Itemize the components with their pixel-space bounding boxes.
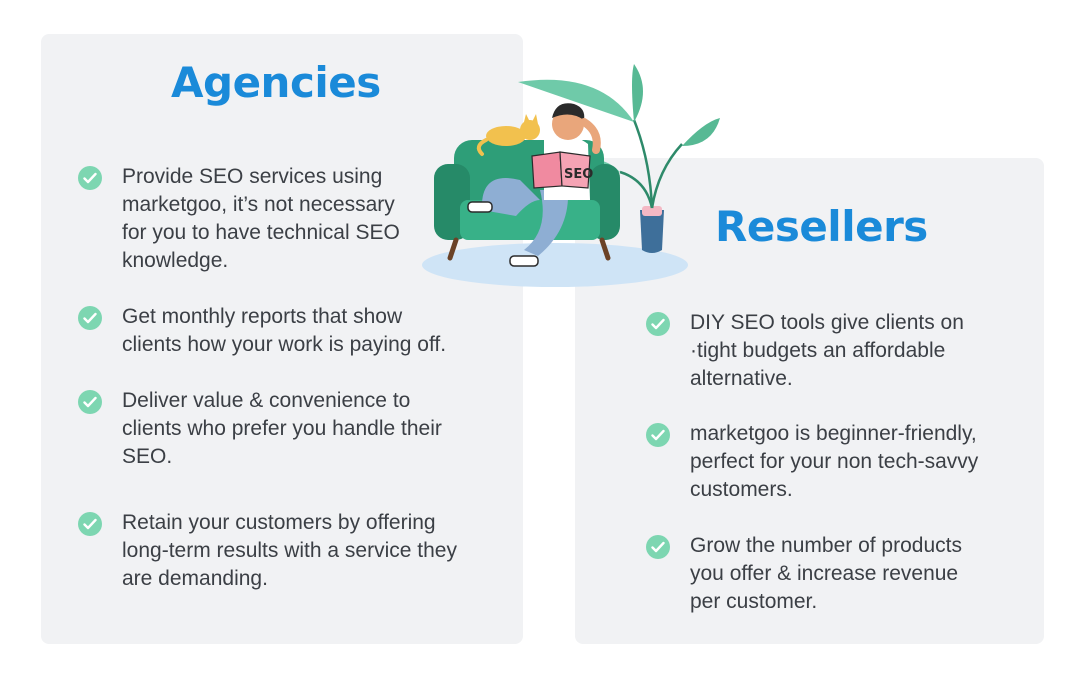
list-item: Get monthly reports that show clients ho… bbox=[78, 303, 446, 359]
resellers-card: Resellers DIY SEO tools give clients on … bbox=[575, 158, 1044, 644]
rug bbox=[422, 243, 688, 287]
agencies-item-text: Get monthly reports that show clients ho… bbox=[122, 305, 447, 356]
list-item: Provide SEO services using marketgoo, it… bbox=[78, 163, 400, 275]
check-circle-icon bbox=[646, 535, 670, 559]
resellers-title: Resellers bbox=[715, 202, 928, 251]
reading-person-illustration: SEO bbox=[422, 64, 720, 287]
agencies-item-text: Retain your customers by offering long-t… bbox=[122, 511, 457, 590]
check-circle-icon bbox=[78, 306, 102, 330]
cat-icon bbox=[476, 114, 540, 156]
check-circle-icon bbox=[646, 423, 670, 447]
list-item: Deliver value & convenience to clients w… bbox=[78, 387, 442, 471]
agencies-card: Agencies Provide SEO services using mark… bbox=[41, 34, 523, 644]
check-circle-icon bbox=[646, 312, 670, 336]
book-label: SEO bbox=[564, 167, 593, 182]
resellers-item-text: DIY SEO tools give clients on ·tight bud… bbox=[690, 311, 964, 390]
person-icon: SEO bbox=[467, 103, 601, 267]
agencies-item-text: Provide SEO services using marketgoo, it… bbox=[122, 165, 400, 272]
agencies-item-text: Deliver value & convenience to clients w… bbox=[122, 389, 442, 468]
check-circle-icon bbox=[78, 166, 102, 190]
check-circle-icon bbox=[78, 390, 102, 414]
list-item: DIY SEO tools give clients on ·tight bud… bbox=[646, 309, 964, 393]
list-item: Grow the number of products you offer & … bbox=[646, 532, 962, 616]
check-circle-icon bbox=[78, 512, 102, 536]
list-item: marketgoo is beginner-friendly, perfect … bbox=[646, 420, 978, 504]
list-item: Retain your customers by offering long-t… bbox=[78, 509, 457, 593]
agencies-title: Agencies bbox=[171, 58, 381, 107]
resellers-item-text: marketgoo is beginner-friendly, perfect … bbox=[690, 422, 979, 501]
resellers-item-text: Grow the number of products you offer & … bbox=[690, 534, 962, 613]
